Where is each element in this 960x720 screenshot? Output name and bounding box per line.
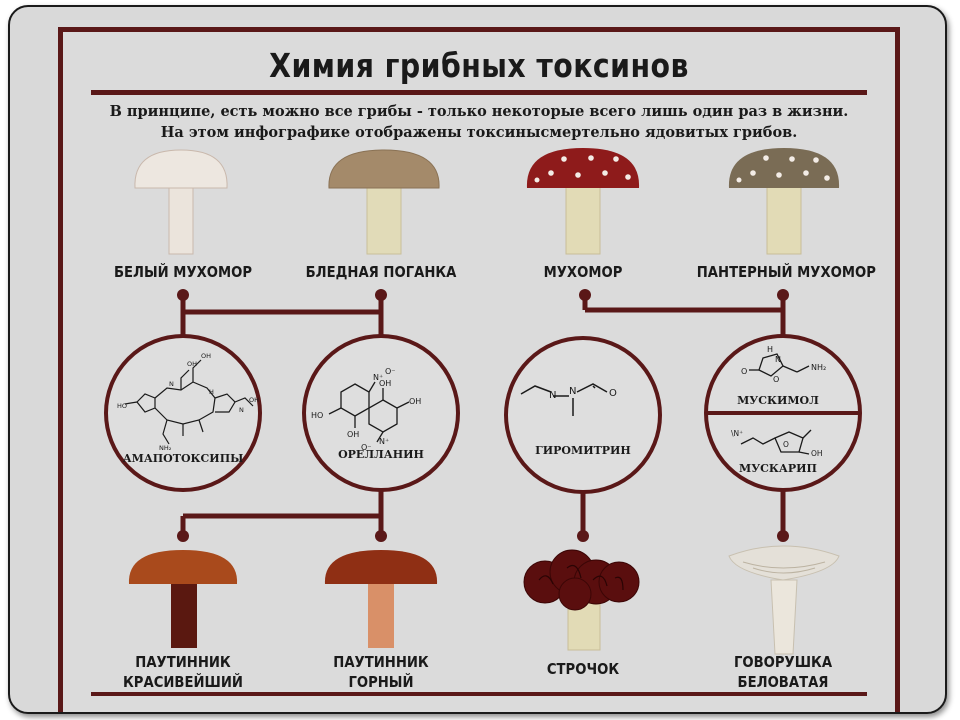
mushroom-false-morel <box>523 549 640 651</box>
svg-text:N: N <box>569 386 576 397</box>
toxin-label-muscarine: МУСКАРИП <box>739 462 817 475</box>
muscarine-structure <box>740 429 812 455</box>
svg-text:OH: OH <box>249 396 259 404</box>
svg-text:OH: OH <box>187 360 197 368</box>
label-panther-cap: ПАНТЕРНЫЙ МУХОМОР <box>696 263 876 281</box>
svg-text:O: O <box>773 375 779 384</box>
svg-text:H: H <box>209 388 214 396</box>
gyromitrin-structure <box>520 383 608 416</box>
svg-text:OH: OH <box>409 397 421 406</box>
svg-text:H: H <box>767 345 773 354</box>
slide: Химия грибных токсинов В принципе, есть … <box>8 5 947 714</box>
svg-text:N: N <box>239 406 244 414</box>
toxin-label-gyromitrin: ГИРОМИТРИН <box>535 444 631 457</box>
svg-text:NH₂: NH₂ <box>159 444 172 452</box>
svg-text:O: O <box>609 388 617 399</box>
svg-text:N: N <box>775 355 781 364</box>
label-ivory-funnel-line2: БЕЛОВАТАЯ <box>737 673 829 691</box>
svg-text:HO: HO <box>311 411 323 420</box>
mushroom-ivory-funnel <box>728 545 840 655</box>
bottom-connectors <box>180 490 786 532</box>
svg-text:O⁻: O⁻ <box>385 367 396 376</box>
label-pale-death-cap: БЛЕДНАЯ ПОГАНКА <box>305 263 457 281</box>
svg-text:OH: OH <box>379 379 391 388</box>
label-deadly-webcap-line2: КРАСИВЕЙШИЙ <box>123 673 243 691</box>
svg-text:OH: OH <box>811 449 823 458</box>
label-white-death-cap: БЕЛЫЙ МУХОМОР <box>113 263 253 281</box>
mushroom-death-cap-white <box>134 149 228 255</box>
svg-text:OH: OH <box>347 430 359 439</box>
amatoxin-structure <box>124 359 254 445</box>
connector-nodes-top <box>177 289 789 301</box>
toxin-label-muscimol: МУСКИМОЛ <box>737 394 819 407</box>
svg-text:NH₂: NH₂ <box>811 363 826 372</box>
mushroom-fly-agaric <box>526 148 640 255</box>
top-connectors <box>180 296 786 338</box>
svg-text:HO: HO <box>117 402 127 410</box>
toxin-label-orellanin: ОРЕЛЛАНИН <box>338 448 424 461</box>
svg-text:N: N <box>549 390 556 401</box>
subtitle-line-1: В принципе, есть можно все грибы - тольк… <box>109 103 849 120</box>
svg-text:O: O <box>741 367 747 376</box>
mushroom-panther-cap <box>728 148 840 255</box>
mushroom-fools-webcap <box>324 550 438 648</box>
title-divider <box>91 90 867 95</box>
muscimol-atom-labels: O HN O NH₂ <box>741 345 826 384</box>
mushroom-deadly-webcap <box>128 550 238 648</box>
page-title: Химия грибных токсинов <box>269 46 689 85</box>
label-fools-webcap-line2: ГОРНЫЙ <box>348 673 414 691</box>
label-ivory-funnel-line1: ГОВОРУШКА <box>733 653 833 671</box>
label-false-morel: СТРОЧОК <box>546 660 620 678</box>
infographic-poster: Химия грибных токсинов В принципе, есть … <box>58 27 900 712</box>
orellanin-structure <box>328 381 410 443</box>
svg-text:O⁻: O⁻ <box>361 443 372 452</box>
label-fly-agaric: МУХОМОР <box>543 263 623 281</box>
label-deadly-webcap-line1: ПАУТИННИК <box>135 653 231 671</box>
mushroom-death-cap-pale <box>328 149 440 255</box>
svg-text:N: N <box>169 380 174 388</box>
svg-text:N⁺: N⁺ <box>379 437 389 446</box>
label-fools-webcap-line1: ПАУТИННИК <box>333 653 429 671</box>
muscarine-atom-labels: \N⁺ O OH <box>731 429 823 458</box>
svg-text:O: O <box>783 440 789 449</box>
svg-text:OH: OH <box>201 352 211 360</box>
connector-nodes-bottom <box>177 530 789 542</box>
svg-text:N⁺: N⁺ <box>373 373 383 382</box>
amatoxin-atom-labels: OH OH HO N H N OH NH₂ <box>117 352 259 452</box>
svg-text:\N⁺: \N⁺ <box>731 429 743 438</box>
muscimol-structure <box>749 353 810 377</box>
toxin-label-amatoxins: АМАПОТОКСИПЫ <box>122 452 244 465</box>
subtitle-line-2: На этом инфографике отображены токсинысм… <box>160 124 798 141</box>
